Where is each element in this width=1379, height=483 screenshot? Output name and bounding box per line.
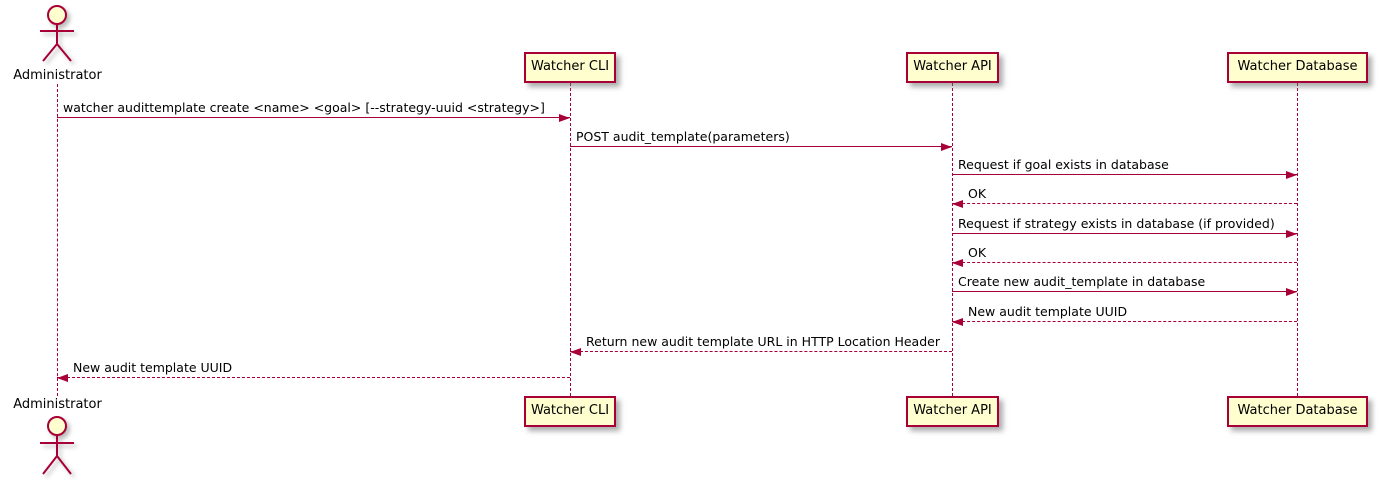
- lifeline-watcher-database: [1297, 83, 1298, 396]
- message-line: [57, 377, 570, 378]
- message-goal-ok-reply: OK: [952, 185, 1297, 208]
- arrowhead-right-icon: [1286, 288, 1297, 296]
- message-line: [952, 291, 1297, 292]
- arrowhead-right-icon: [1286, 230, 1297, 238]
- message-post-audit-template: POST audit_template(parameters): [570, 128, 952, 151]
- message-line: [57, 117, 570, 118]
- participant-watcher-database-top: Watcher Database: [1227, 52, 1368, 83]
- message-label: Request if goal exists in database: [958, 157, 1169, 172]
- message-line: [952, 262, 1297, 263]
- message-request-goal-exists: Request if goal exists in database: [952, 156, 1297, 179]
- message-label: Return new audit template URL in HTTP Lo…: [586, 334, 940, 349]
- message-line: [952, 233, 1297, 234]
- message-line: [952, 321, 1297, 322]
- participant-watcher-api-top: Watcher API: [906, 52, 999, 83]
- arrowhead-left-icon: [952, 259, 963, 267]
- message-line: [952, 174, 1297, 175]
- message-line: [570, 351, 952, 352]
- actor-label-administrator-bottom: Administrator: [13, 397, 102, 412]
- arrowhead-right-icon: [941, 143, 952, 151]
- participant-watcher-cli-top: Watcher CLI: [524, 52, 616, 83]
- actor-icon-administrator-top: [40, 5, 74, 62]
- message-label: OK: [968, 186, 987, 201]
- message-label: New audit template UUID: [73, 360, 233, 375]
- message-line: [952, 203, 1297, 204]
- message-new-uuid-reply-admin: New audit template UUID: [57, 359, 570, 382]
- lifeline-watcher-cli: [570, 83, 571, 396]
- message-label: watcher audittemplate create <name> <goa…: [63, 100, 545, 115]
- lifeline-administrator: [57, 84, 58, 396]
- arrowhead-left-icon: [952, 200, 963, 208]
- message-cli-create-command: watcher audittemplate create <name> <goa…: [57, 99, 570, 122]
- message-label: Request if strategy exists in database (…: [958, 216, 1275, 231]
- message-new-uuid-reply-db: New audit template UUID: [952, 303, 1297, 326]
- message-line: [570, 146, 952, 147]
- lifeline-watcher-api: [952, 83, 953, 396]
- message-label: New audit template UUID: [968, 304, 1128, 319]
- participant-watcher-api-bottom: Watcher API: [906, 396, 999, 427]
- message-label: OK: [968, 245, 987, 260]
- arrowhead-left-icon: [570, 348, 581, 356]
- arrowhead-right-icon: [1286, 171, 1297, 179]
- arrowhead-left-icon: [57, 374, 68, 382]
- message-return-url-location-header: Return new audit template URL in HTTP Lo…: [570, 333, 952, 356]
- participant-watcher-cli-bottom: Watcher CLI: [524, 396, 616, 427]
- message-strategy-ok-reply: OK: [952, 244, 1297, 267]
- message-request-strategy-exists: Request if strategy exists in database (…: [952, 215, 1297, 238]
- actor-label-administrator-top: Administrator: [13, 68, 102, 83]
- participant-watcher-database-bottom: Watcher Database: [1227, 396, 1368, 427]
- message-label: POST audit_template(parameters): [576, 129, 790, 144]
- arrowhead-right-icon: [559, 114, 570, 122]
- message-label: Create new audit_template in database: [958, 274, 1206, 289]
- actor-icon-administrator-bottom: [40, 416, 74, 475]
- message-create-audit-template-db: Create new audit_template in database: [952, 273, 1297, 296]
- arrowhead-left-icon: [952, 318, 963, 326]
